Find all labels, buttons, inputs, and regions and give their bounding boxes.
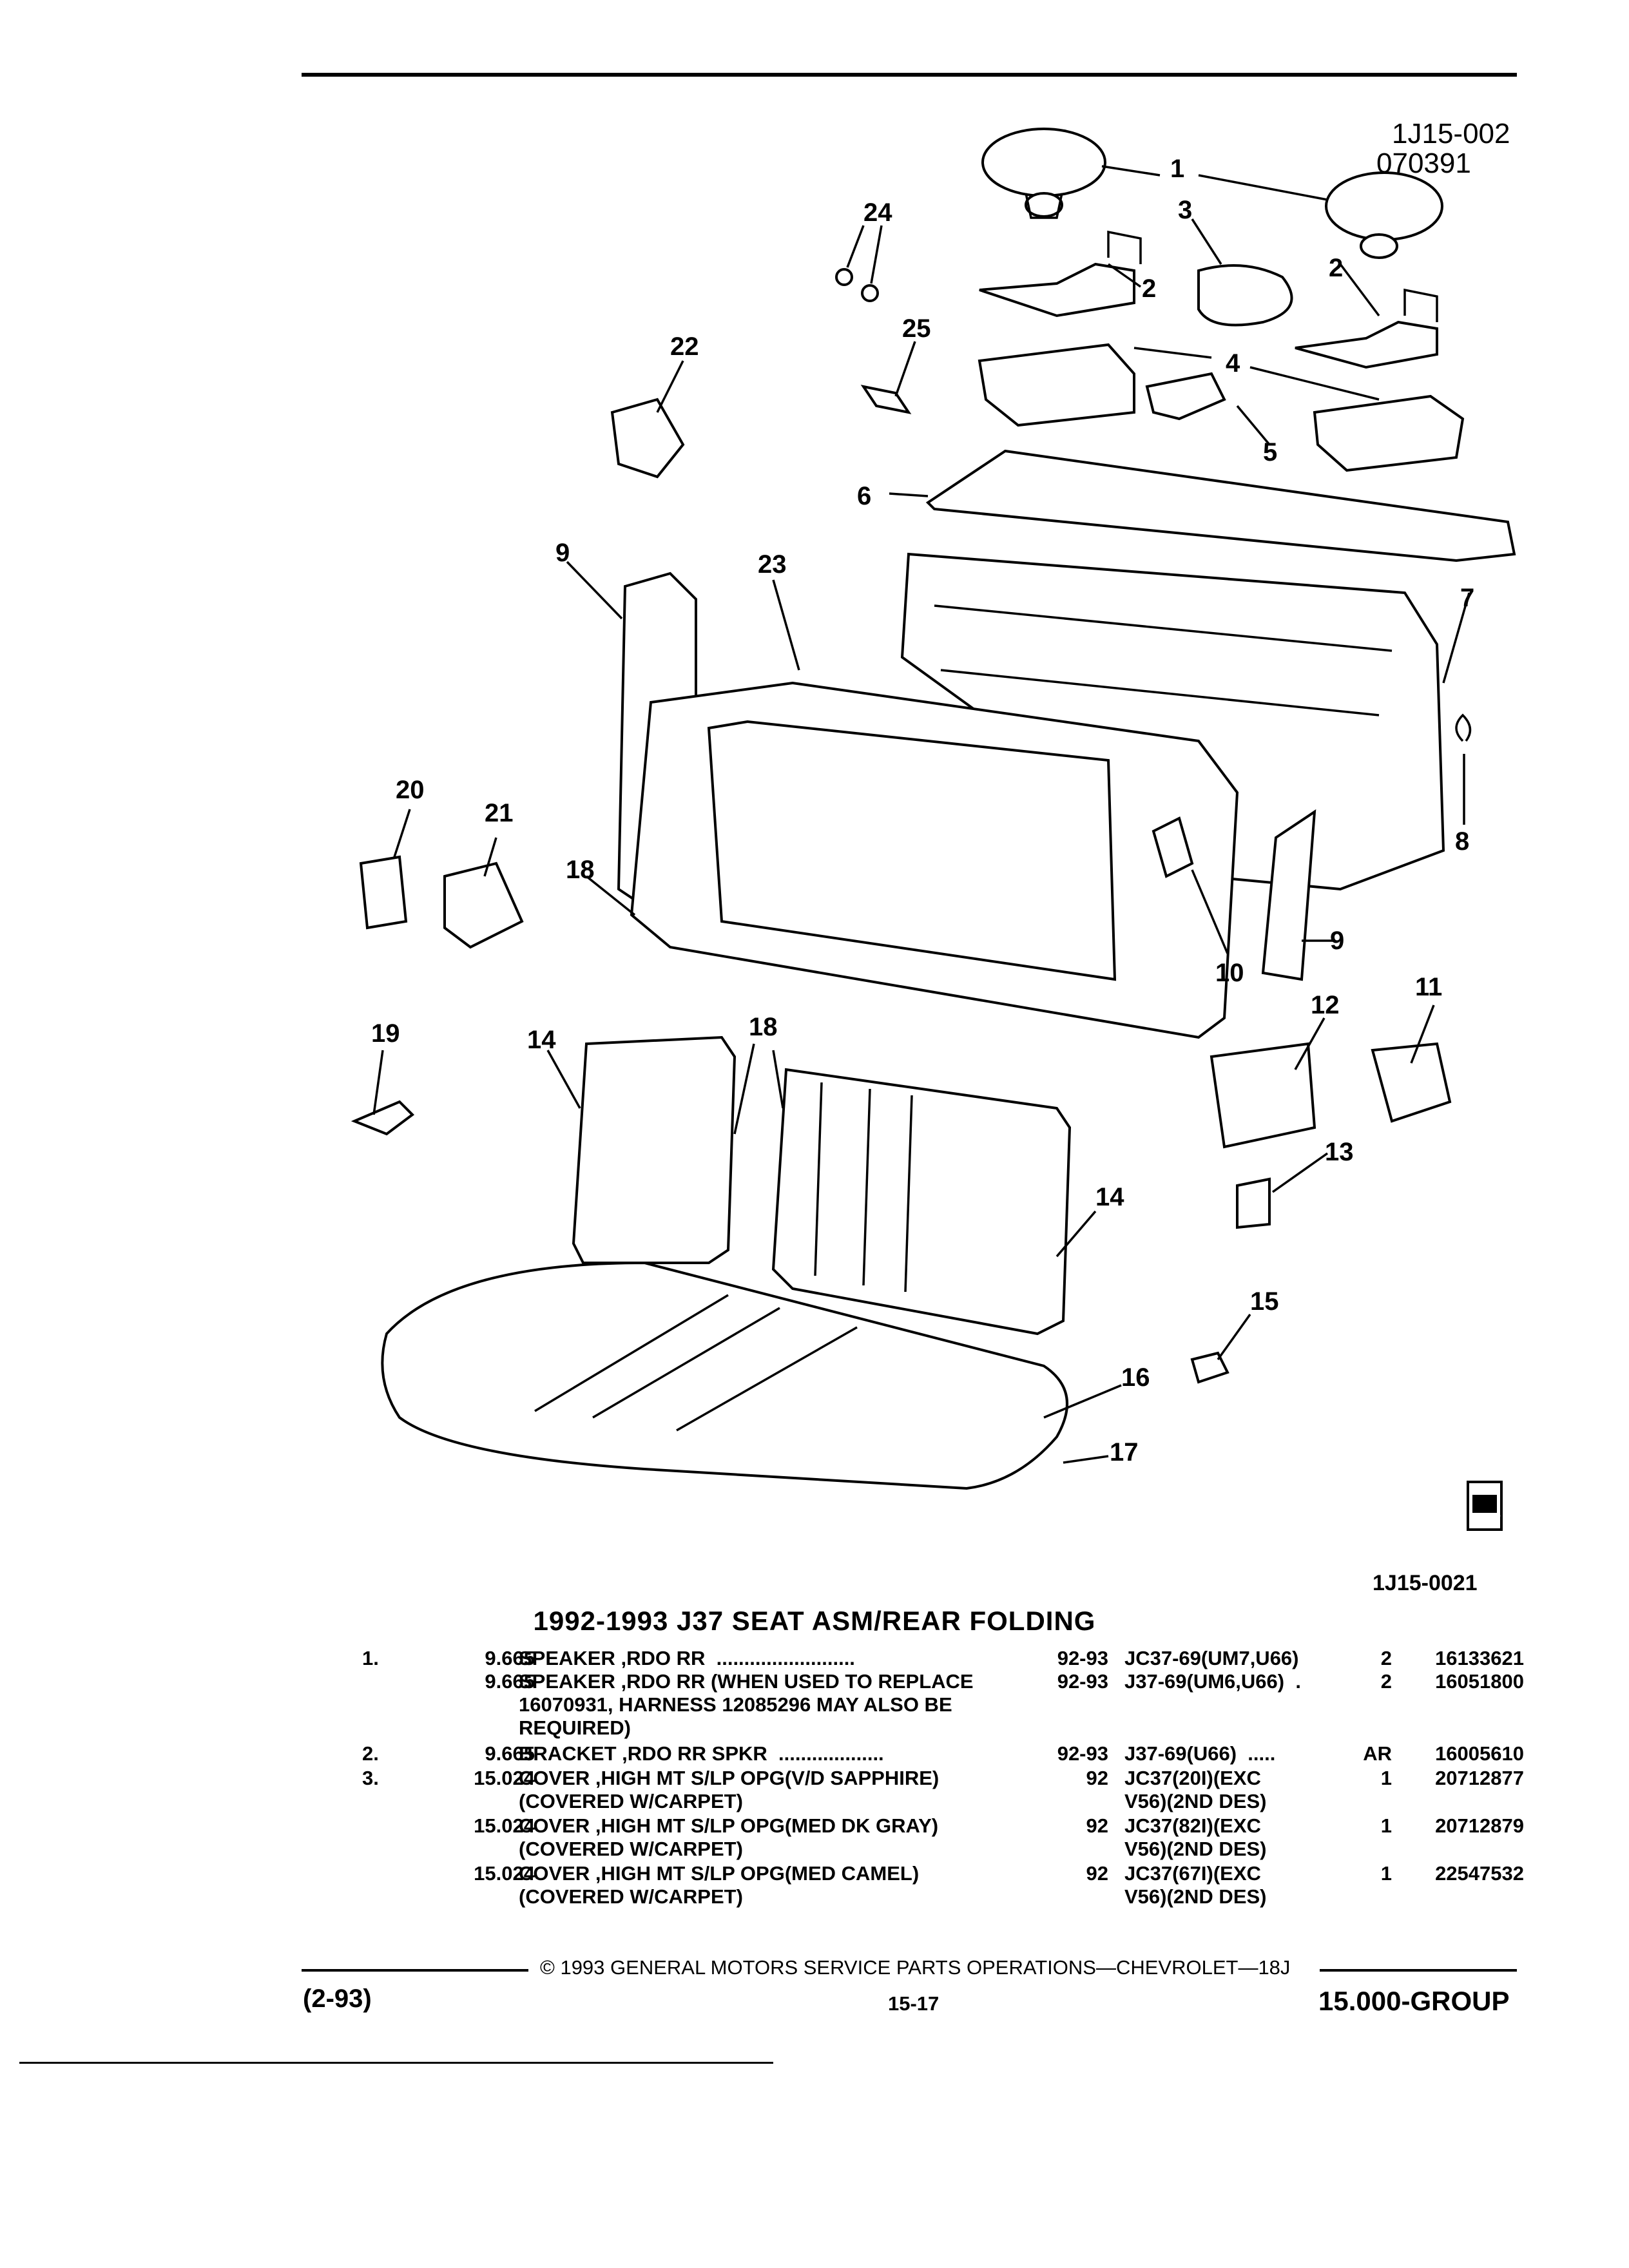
latch-13 (1236, 1177, 1271, 1229)
list-item: REQUIRED) (519, 1716, 631, 1739)
screw (861, 284, 879, 302)
hinge-12 (1210, 1042, 1316, 1149)
seatback-frame (900, 552, 1445, 891)
callout-18b: 18 (749, 1013, 778, 1041)
callout-17: 17 (1110, 1438, 1139, 1466)
lamp-cover (1197, 264, 1293, 327)
bottom-rule (19, 2062, 773, 2064)
footer-rule-left (302, 1969, 528, 1972)
callout-16: 16 (1121, 1363, 1150, 1392)
callout-4: 4 (1226, 349, 1240, 378)
latch-cover (359, 855, 408, 930)
callout-6: 6 (857, 482, 872, 510)
list-item: (COVERED W/CARPET) V56)(2ND DES) (519, 1885, 1267, 1908)
list-item: 1. 9.665 SPEAKER ,RDO RR ...............… (362, 1647, 1524, 1669)
list-item: 16070931, HARNESS 12085296 MAY ALSO BE (519, 1693, 952, 1716)
callout-19: 19 (371, 1019, 400, 1048)
callout-23: 23 (758, 550, 787, 579)
bottom-figure-id: 1J15-0021 (1373, 1571, 1478, 1595)
footer-rule-right (1320, 1969, 1517, 1972)
list-item: 3. 15.024 COVER ,HIGH MT S/LP OPG(V/D SA… (362, 1767, 1524, 1789)
list-item: (COVERED W/CARPET) V56)(2ND DES) (519, 1790, 1267, 1812)
bracket-right (1295, 320, 1438, 369)
figure-id: 1J15-002 (1392, 118, 1510, 149)
callout-24: 24 (863, 198, 892, 227)
shelf-panel (925, 449, 1516, 562)
callout-14b: 14 (1095, 1183, 1124, 1211)
callout-9: 9 (555, 539, 570, 567)
callout-25: 25 (902, 314, 931, 343)
clip-25 (860, 385, 912, 414)
top-rule (302, 73, 1517, 77)
list-item: 2. 9.665 BRACKET ,RDO RR SPKR ..........… (362, 1742, 1524, 1765)
callout-15: 15 (1250, 1287, 1279, 1316)
callout-14: 14 (527, 1026, 556, 1054)
speaker-right (1325, 171, 1443, 259)
callout-10: 10 (1215, 959, 1244, 987)
center-bracket (1145, 372, 1226, 421)
list-item: 15.024 COVER ,HIGH MT S/LP OPG(MED CAMEL… (474, 1862, 1524, 1885)
logo-text: gm spo (1473, 1511, 1501, 1520)
callout-20: 20 (396, 776, 425, 804)
callout-1: 1 (1170, 155, 1185, 183)
date-code: (2-93) (303, 1984, 372, 2013)
exploded-parts-diagram (351, 128, 1516, 1531)
seatback-panel (707, 720, 1117, 981)
callout-3: 3 (1178, 196, 1193, 224)
callout-9b: 9 (1330, 927, 1345, 955)
callout-13: 13 (1325, 1138, 1354, 1166)
page-number: 15-17 (888, 1992, 940, 2015)
list-item: (COVERED W/CARPET) V56)(2ND DES) (519, 1838, 1267, 1860)
list-item: 15.024 COVER ,HIGH MT S/LP OPG(MED DK GR… (474, 1814, 1524, 1837)
latch-bracket (443, 861, 524, 949)
seatback-lower-left (572, 1035, 737, 1264)
list-item: 9.665 SPEAKER ,RDO RR (WHEN USED TO REPL… (485, 1670, 1524, 1693)
section-title: 1992-1993 J37 SEAT ASM/REAR FOLDING (533, 1606, 1096, 1636)
callout-18: 18 (566, 856, 595, 884)
bracket-22 (610, 398, 685, 479)
lamp-housing-left (978, 343, 1135, 427)
callout-2b: 2 (1329, 254, 1344, 282)
side-panel-right (1261, 809, 1316, 981)
screw (835, 268, 853, 286)
copyright: © 1993 GENERAL MOTORS SERVICE PARTS OPER… (540, 1956, 1291, 1979)
group-label: 15.000-GROUP (1318, 1986, 1510, 2016)
bracket-left (979, 262, 1135, 318)
hinge-upper (1152, 816, 1194, 878)
callout-5: 5 (1263, 438, 1278, 466)
seat-cushion (381, 1261, 1068, 1490)
clip-15 (1190, 1351, 1229, 1384)
callout-11: 11 (1415, 973, 1443, 1001)
callout-7: 7 (1460, 584, 1475, 612)
strap-19 (351, 1100, 415, 1136)
callout-2: 2 (1142, 274, 1157, 303)
speaker-left (981, 128, 1106, 219)
callout-22: 22 (670, 332, 699, 361)
seatback-lower-right (771, 1068, 1072, 1336)
callout-8: 8 (1455, 827, 1470, 856)
callout-21: 21 (485, 799, 514, 827)
hinge-11 (1371, 1042, 1452, 1123)
callout-12: 12 (1311, 991, 1340, 1019)
lamp-housing-right (1313, 394, 1465, 472)
